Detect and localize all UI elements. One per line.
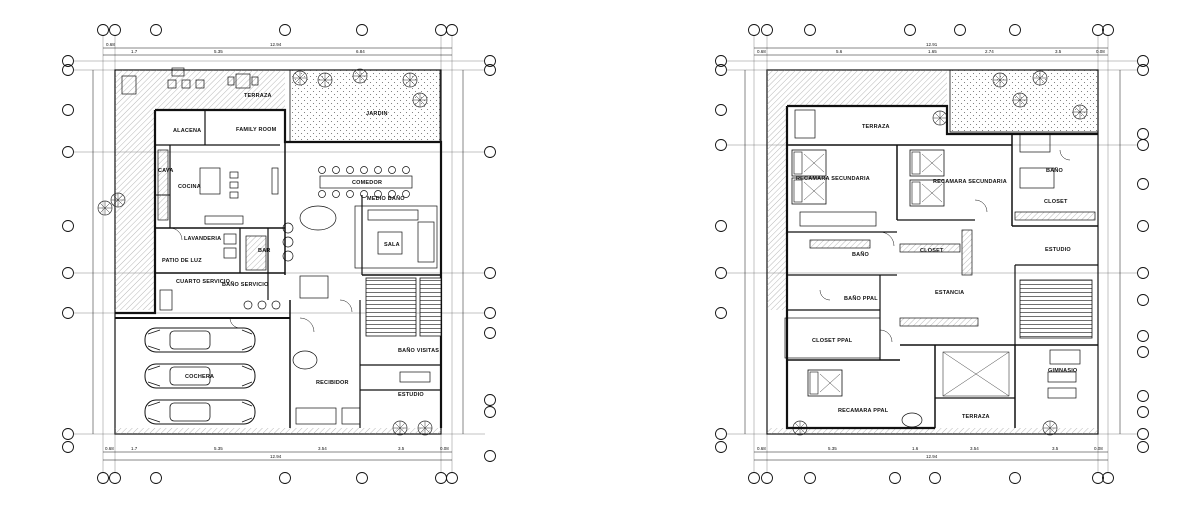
up-dim-bottom-4: 12.94 <box>926 454 938 459</box>
upper-top-hatch <box>787 70 947 106</box>
up-dim-top-5: 3.5 <box>1055 49 1062 54</box>
room-label-recibidor: RECIBIDOR <box>316 380 349 386</box>
up-label-closet-pral: CLOSET PPAL <box>812 338 853 344</box>
upper-grid-bubbles-left <box>715 55 727 453</box>
upper-door-swings <box>819 149 1071 343</box>
front-strip-hatch <box>115 428 441 434</box>
up-label-recamara-secundaria-2: RECAMARA SECUNDARIA <box>933 179 1007 185</box>
top-dimensions: 0.68 1.7 5.35 12.94 6.84 <box>106 42 365 54</box>
up-label-gimnasio: GIMNASIO <box>1048 368 1078 374</box>
room-label-sala: SALA <box>384 242 400 248</box>
room-label-estudio: ESTUDIO <box>398 392 424 398</box>
garden-area <box>289 69 441 143</box>
upper-floor-walls <box>785 104 1098 430</box>
dim-top-5: 6.84 <box>356 49 365 54</box>
room-label-bano-servicio: BAÑO SERVICIO <box>222 281 269 288</box>
room-label-cocina: COCINA <box>178 184 201 190</box>
up-dim-top-3: 1.65 <box>928 49 937 54</box>
room-label-lavanderia: LAVANDERIA <box>184 236 221 242</box>
grid-bubbles-left <box>62 55 74 453</box>
dim-top-1: 0.68 <box>106 42 115 47</box>
up-dim-bottom-5: 3.54 <box>970 446 979 451</box>
grid-bubbles-right <box>484 55 496 462</box>
up-label-closet-right: CLOSET <box>1044 199 1068 205</box>
dim-top-3: 5.35 <box>214 49 223 54</box>
up-dim-top-2: 5.6 <box>836 49 843 54</box>
room-label-cuarto-servicio: CUARTO SERVICIO <box>176 279 231 285</box>
laundry-fixtures <box>223 233 267 271</box>
bottom-dimensions: 0.68 1.7 5.35 12.94 3.54 3.5 0.08 <box>105 446 449 459</box>
living-furniture <box>282 205 438 269</box>
room-label-family-room: FAMILY ROOM <box>236 127 277 133</box>
upper-fixtures <box>784 109 1096 428</box>
dim-bottom-1: 0.68 <box>105 446 114 451</box>
terrace-hatch <box>155 70 285 110</box>
up-label-recamara-secundaria-1: RECAMARA SECUNDARIA <box>796 176 870 182</box>
stairs-ground-2 <box>419 277 442 337</box>
side-garden-hatch <box>115 70 155 310</box>
upper-garden-void <box>949 69 1099 133</box>
up-label-recamara-pral: RECAMARA PPAL <box>838 408 889 414</box>
grid-bubbles-bottom <box>97 472 458 484</box>
room-label-cava: CAVA <box>158 168 174 174</box>
dim-top-2: 1.7 <box>131 49 138 54</box>
room-label-bar: BAR <box>258 248 271 254</box>
upper-grid-bubbles-top <box>748 24 1114 36</box>
up-dim-top-7: 12.91 <box>926 42 938 47</box>
service-fixtures <box>159 275 329 311</box>
kitchen-fixtures <box>157 149 279 225</box>
up-label-estudio: ESTUDIO <box>1045 247 1071 253</box>
room-label-jardin: JARDIN <box>366 111 388 117</box>
door-swings <box>169 227 353 333</box>
dim-bottom-3: 5.35 <box>214 446 223 451</box>
dim-bottom-6: 3.5 <box>398 446 405 451</box>
upper-top-dimensions: 0.68 5.6 1.65 2.74 3.5 0.08 12.91 <box>757 42 1105 54</box>
entry-fixtures <box>292 350 431 425</box>
up-label-terraza-bottom: TERRAZA <box>962 414 990 420</box>
dim-bottom-5: 3.54 <box>318 446 327 451</box>
dim-bottom-7: 0.08 <box>440 446 449 451</box>
up-label-bano-pral: BAÑO PPAL <box>844 295 878 302</box>
upper-left-hatch <box>767 70 787 310</box>
ground-floor-plan: 0.68 1.7 5.35 12.94 6.84 0.68 1.7 5.35 1… <box>62 24 496 484</box>
upper-dimension-lines <box>744 47 1121 461</box>
room-label-comedor: COMEDOR <box>352 180 382 186</box>
up-dim-top-6: 0.08 <box>1096 49 1105 54</box>
up-dim-top-4: 2.74 <box>985 49 994 54</box>
stairs-ground <box>365 277 417 337</box>
stair-void <box>942 351 1010 397</box>
dim-bottom-2: 1.7 <box>131 446 138 451</box>
up-label-bano-1: BAÑO <box>1046 167 1064 174</box>
upper-grid-bubbles-bottom <box>748 472 1114 484</box>
dimension-lines <box>92 47 464 461</box>
up-label-terraza-top: TERRAZA <box>862 124 890 130</box>
room-label-medio-bano: MEDIO BAÑO <box>367 195 405 202</box>
terrace-furniture <box>121 67 259 95</box>
up-label-bano-2: BAÑO <box>852 251 870 258</box>
up-dim-bottom-3: 1.6 <box>912 446 919 451</box>
up-dim-top-1: 0.68 <box>757 49 766 54</box>
room-label-patio-de-luz: PATIO DE LUZ <box>162 258 202 264</box>
upper-front-hatch <box>767 428 1098 434</box>
room-label-bano-visitas: BAÑO VISITAS <box>398 347 439 354</box>
up-dim-bottom-7: 0.08 <box>1094 446 1103 451</box>
up-label-estancia: ESTANCIA <box>935 290 964 296</box>
room-label-terraza: TERRAZA <box>244 93 272 99</box>
up-dim-bottom-2: 5.35 <box>828 446 837 451</box>
up-dim-bottom-6: 3.5 <box>1052 446 1059 451</box>
upper-floor-plan: 0.68 5.6 1.65 2.74 3.5 0.08 12.91 0.68 5… <box>715 24 1149 484</box>
dim-top-4: 12.94 <box>270 42 282 47</box>
dining-table <box>318 166 413 198</box>
room-label-alacena: ALACENA <box>173 128 201 134</box>
up-label-closet-mid: CLOSET <box>920 248 944 254</box>
grid-bubbles-top <box>97 24 458 36</box>
dim-bottom-4: 12.94 <box>270 454 282 459</box>
upper-bottom-dimensions: 0.68 5.35 1.6 12.94 3.54 3.5 0.08 <box>757 446 1103 459</box>
up-dim-bottom-1: 0.68 <box>757 446 766 451</box>
upper-grid-bubbles-right <box>1137 55 1149 453</box>
stairs-upper <box>1019 279 1093 339</box>
room-label-cochera: COCHERA <box>185 374 214 380</box>
